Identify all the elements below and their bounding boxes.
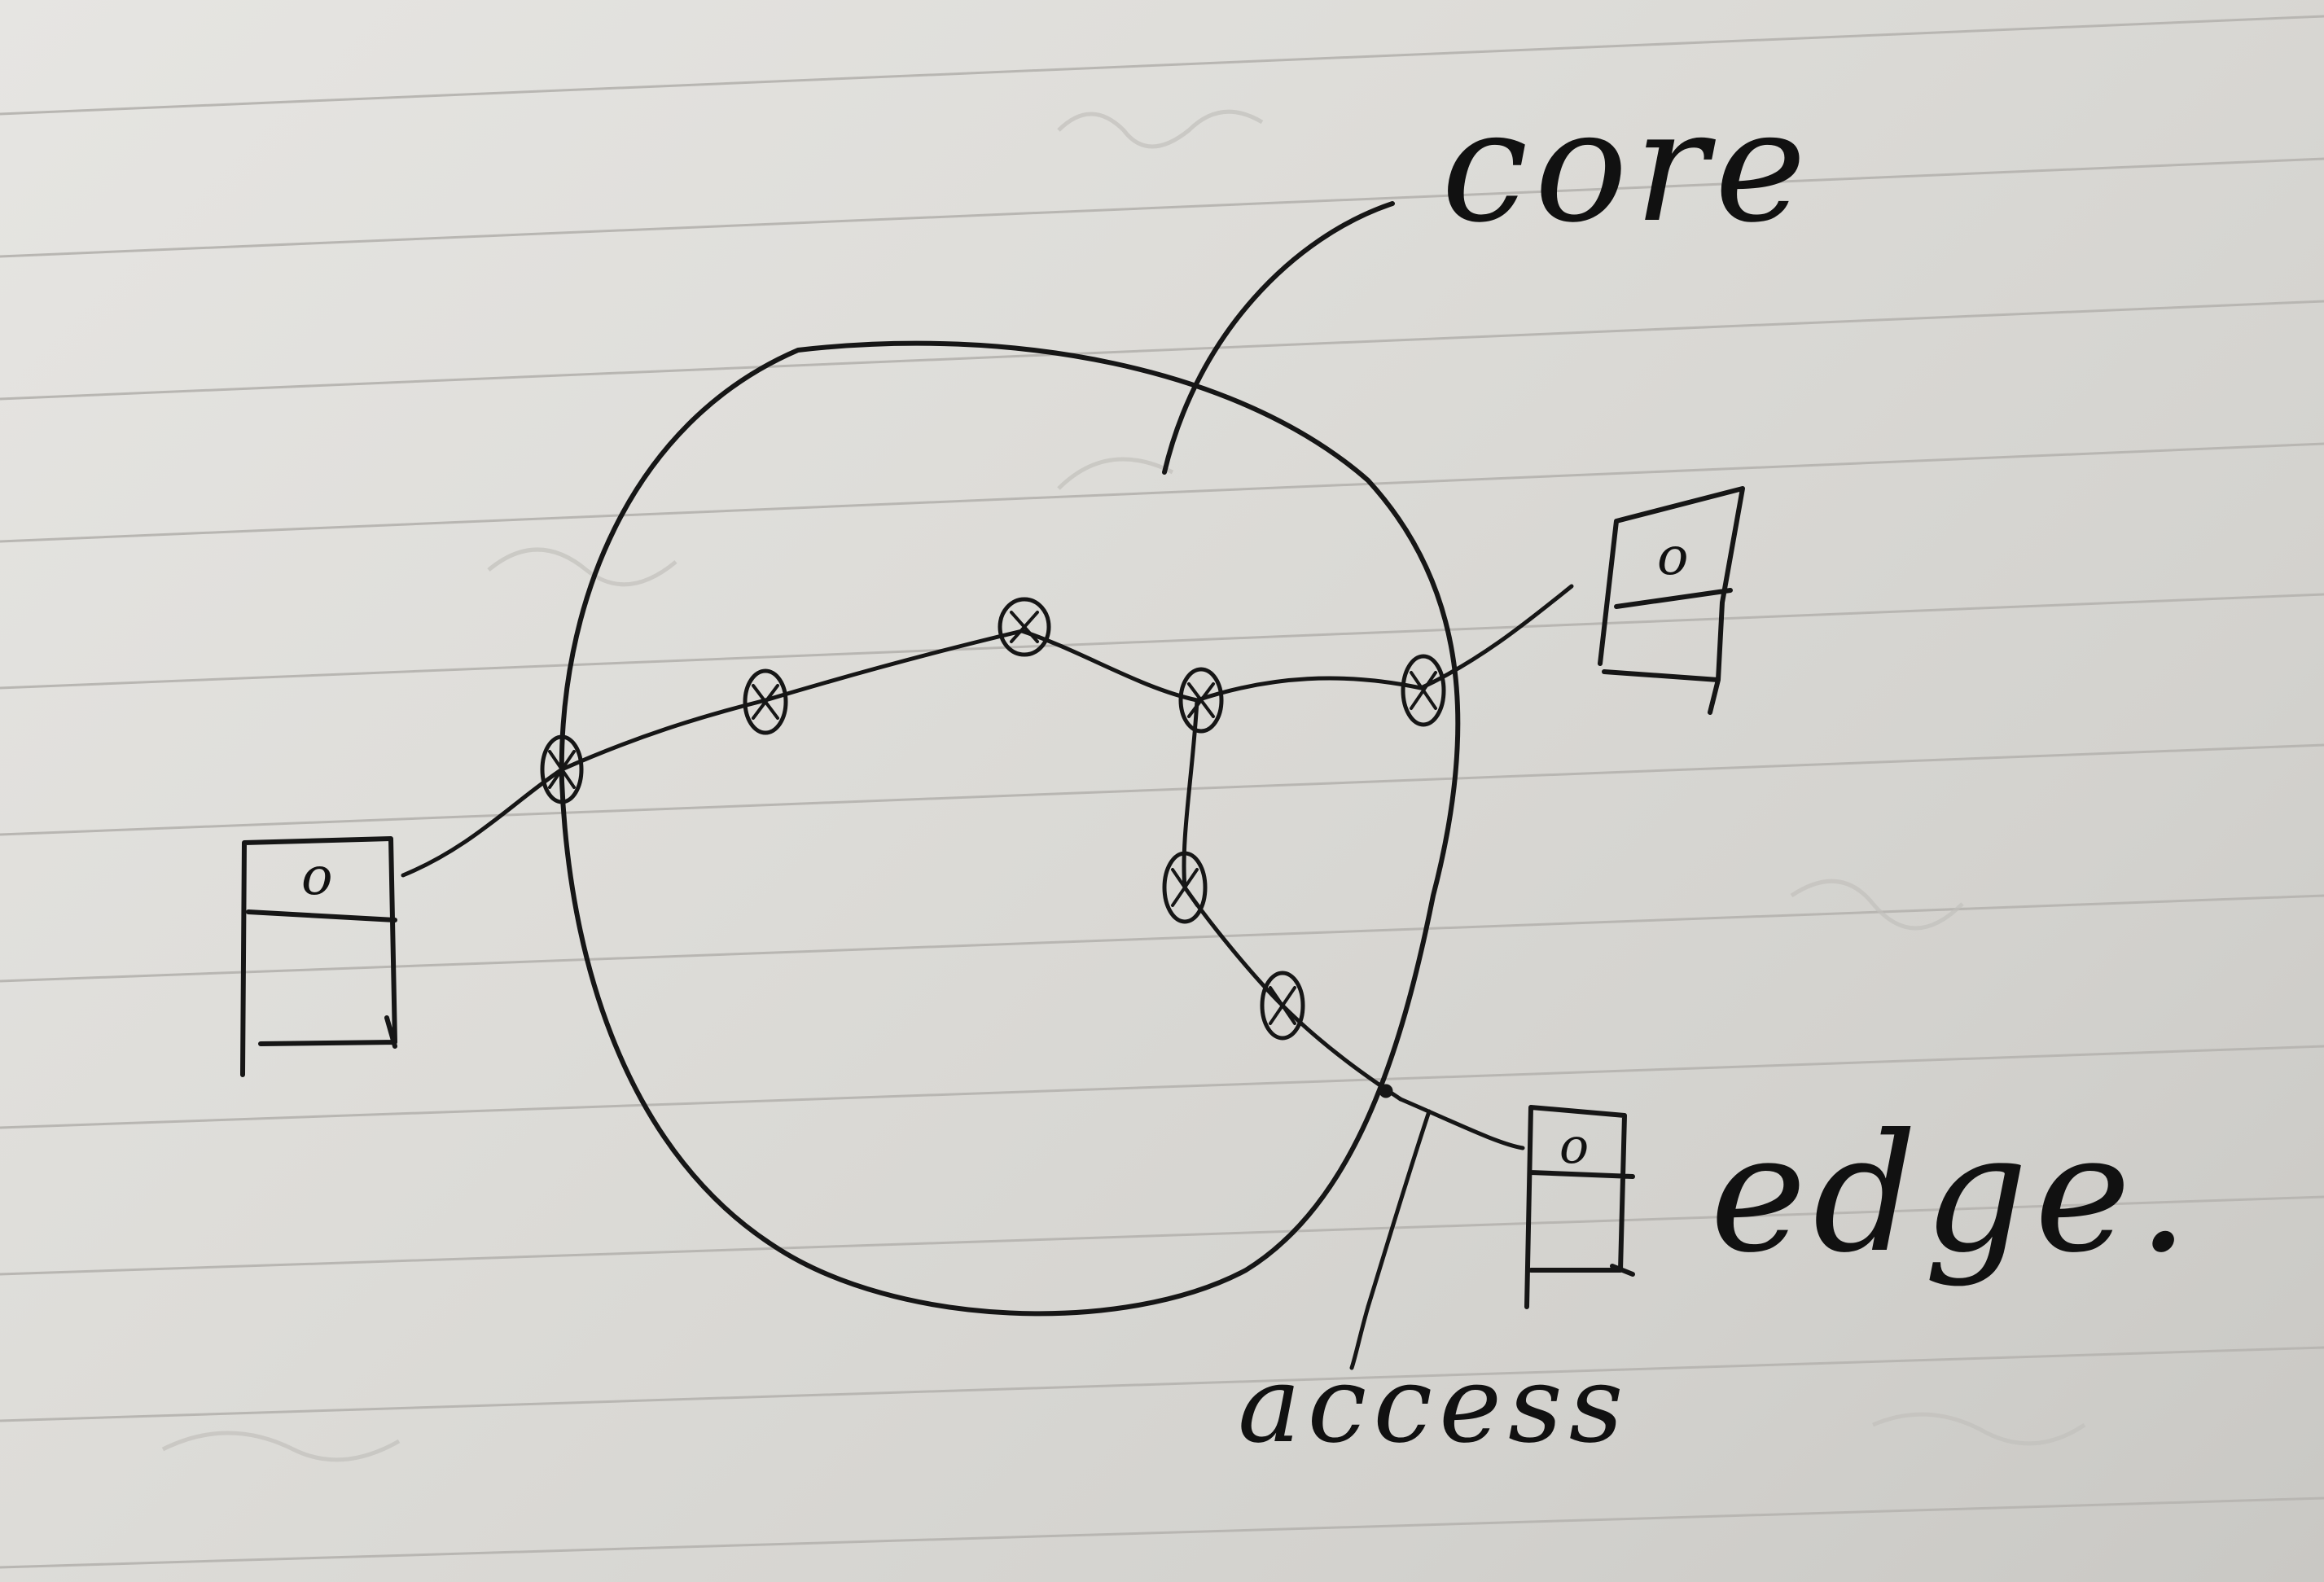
- router-3-icon: [998, 597, 1051, 657]
- link-r5-host-right: [1419, 584, 1574, 690]
- host-bottom: o: [1524, 1105, 1635, 1309]
- edge-label: edge.: [1710, 1099, 2195, 1289]
- link-access-host-bottom: [1398, 1097, 1525, 1150]
- link-r6-r7: [1182, 885, 1285, 1008]
- network-links: [401, 584, 1574, 1150]
- link-r4-r5: [1195, 676, 1423, 703]
- link-r4-r6: [1182, 698, 1199, 890]
- core-pointer-line: [1162, 201, 1395, 475]
- ghost-writing: [161, 109, 2086, 1462]
- host-left-mark: o: [301, 847, 340, 907]
- router-1-icon: [540, 734, 584, 804]
- router-6-icon: [1162, 851, 1208, 924]
- router-2-icon: [743, 668, 788, 735]
- core-boundary: [559, 340, 1461, 1317]
- host-right-mark: o: [1657, 527, 1695, 587]
- link-r1-r2: [559, 698, 768, 772]
- host-right: o: [1598, 486, 1745, 715]
- access-label: access: [1238, 1343, 1629, 1466]
- access-marks: [1349, 1084, 1432, 1370]
- router-4-icon: [1178, 667, 1224, 734]
- link-r2-r3: [763, 629, 1024, 703]
- core-label: core: [1441, 77, 1813, 256]
- host-left: o: [240, 836, 397, 1077]
- host-bottom-mark: o: [1559, 1118, 1595, 1175]
- routers: [540, 597, 1446, 1041]
- ruled-lines: [0, 15, 2324, 1569]
- router-5-icon: [1401, 654, 1446, 727]
- link-host-left-r1: [401, 767, 564, 878]
- router-7-icon: [1260, 971, 1305, 1041]
